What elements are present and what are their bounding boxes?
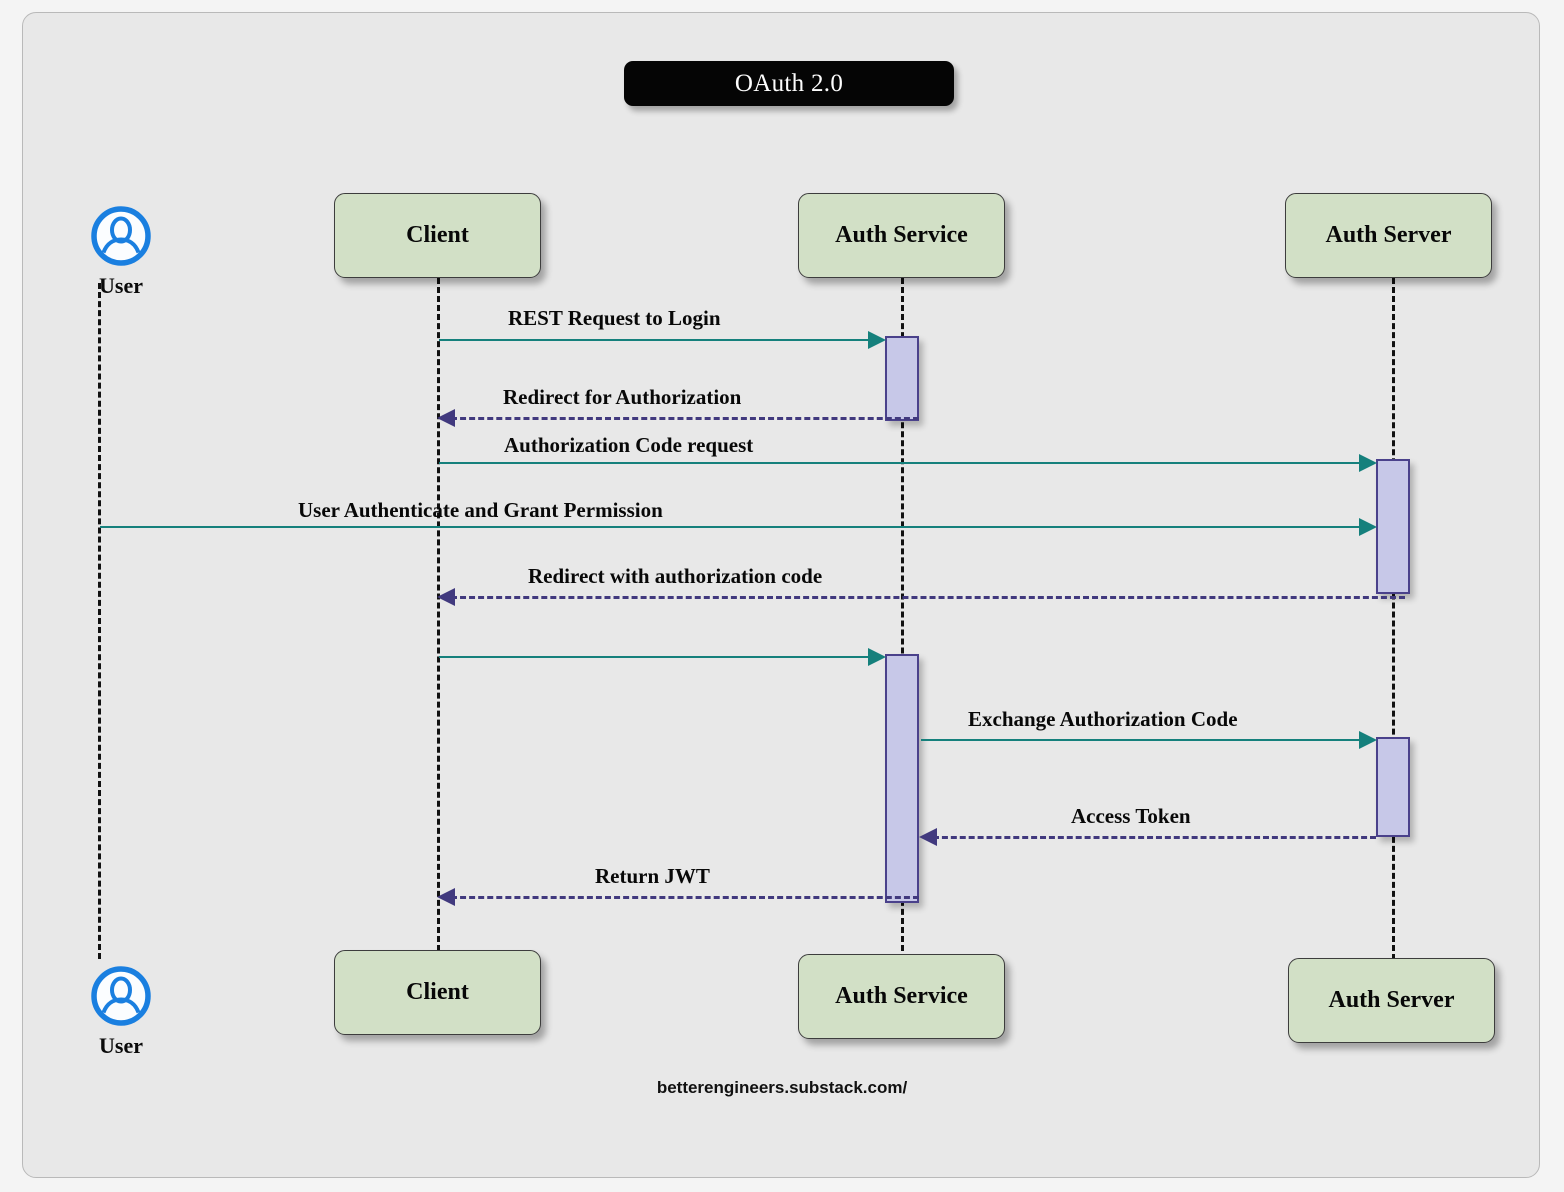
diagram-canvas: OAuth 2.0 User User Client Aut [22,12,1540,1178]
participant-label: Auth Service [835,983,968,1009]
participant-label: Client [406,222,469,248]
actor-user-top: User [61,205,181,299]
arrowhead-left-icon [437,409,455,427]
page-title: OAuth 2.0 [734,69,844,97]
message-label-authorization-code-request: Authorization Code request [504,433,754,457]
actor-user-bottom: User [61,965,181,1059]
activation-auth-service-2 [885,654,919,903]
message-label-access-token: Access Token [1071,804,1191,828]
actor-user-top-label: User [99,273,143,298]
arrowhead-right-icon [868,331,886,349]
arrowhead-right-icon [868,648,886,666]
participant-auth-server-top[interactable]: Auth Server [1285,193,1492,278]
message-line-client-to-auth-service-unlabeled [439,656,882,658]
footer-text: betterengineers.substack.com/ [656,1078,908,1097]
activation-auth-server-2 [1376,737,1410,837]
message-line-return-jwt [451,896,919,899]
message-label-rest-request-to-login: REST Request to Login [508,306,721,330]
participant-client-top[interactable]: Client [334,193,541,278]
message-line-user-authenticate-and-grant-permission [100,526,1373,528]
message-label-redirect-with-authorization-code: Redirect with authorization code [528,564,823,588]
participant-auth-service-bottom[interactable]: Auth Service [798,954,1005,1039]
participant-label: Client [406,979,469,1005]
activation-auth-service-1 [885,336,919,421]
lifeline-user [98,283,101,959]
participant-label: Auth Server [1325,222,1452,248]
message-label-redirect-for-authorization: Redirect for Authorization [503,385,742,409]
message-label-exchange-authorization-code: Exchange Authorization Code [968,707,1238,731]
arrowhead-left-icon [919,828,937,846]
diagram-title-banner: OAuth 2.0 [624,61,954,106]
participant-auth-service-top[interactable]: Auth Service [798,193,1005,278]
actor-user-bottom-label: User [99,1033,143,1058]
message-label-user-authenticate-and-grant-permission: User Authenticate and Grant Permission [298,498,663,522]
arrowhead-left-icon [437,588,455,606]
lifeline-auth-service [901,278,904,960]
message-line-access-token [933,836,1376,839]
arrowhead-left-icon [437,888,455,906]
footer-attribution: betterengineers.substack.com/ [0,1078,1564,1098]
message-line-redirect-for-authorization [451,417,919,420]
message-line-exchange-authorization-code [921,739,1373,741]
message-line-redirect-with-authorization-code [451,596,1405,599]
arrowhead-right-icon [1359,518,1377,536]
lifeline-auth-server [1392,278,1395,960]
arrowhead-right-icon [1359,731,1377,749]
participant-label: Auth Server [1328,987,1455,1013]
participant-label: Auth Service [835,222,968,248]
arrowhead-right-icon [1359,454,1377,472]
participant-auth-server-bottom[interactable]: Auth Server [1288,958,1495,1043]
activation-auth-server-1 [1376,459,1410,594]
message-label-return-jwt: Return JWT [595,864,710,888]
message-line-rest-request-to-login [439,339,882,341]
participant-client-bottom[interactable]: Client [334,950,541,1035]
message-line-authorization-code-request [439,462,1373,464]
user-circle-icon [90,965,152,1027]
user-circle-icon [90,205,152,267]
lifeline-client [437,278,440,960]
